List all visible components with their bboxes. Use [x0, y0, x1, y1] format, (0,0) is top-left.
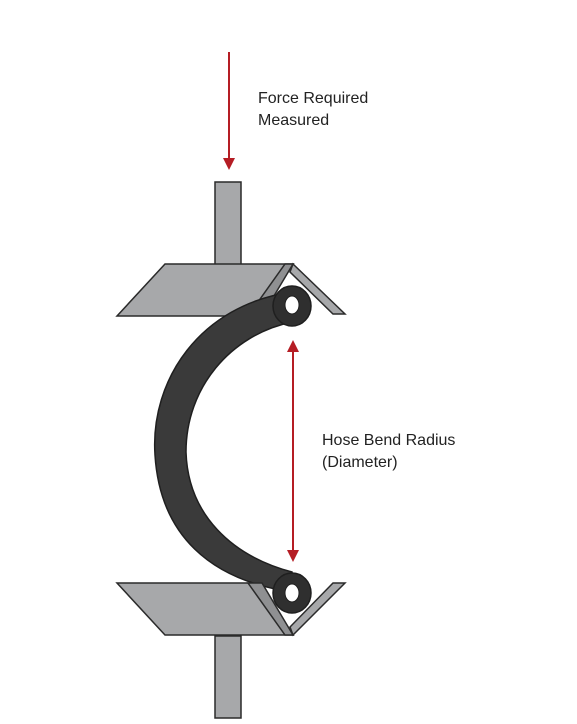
bottom-plate	[115, 582, 347, 637]
force-label-line1: Force Required	[258, 90, 369, 107]
bend-label-line1: Hose Bend Radius	[322, 432, 456, 449]
bottom-shaft	[214, 635, 242, 719]
force-label-line2: Measured	[258, 112, 330, 129]
force-arrow	[223, 52, 235, 170]
bend-label-line2: (Diameter)	[322, 454, 398, 471]
hose	[153, 285, 312, 614]
hose-bend-radius-label: Hose Bend Radius (Diameter)	[322, 430, 455, 474]
top-shaft	[214, 181, 242, 267]
force-required-label: Force Required Measured	[258, 88, 368, 132]
bend-radius-arrow	[287, 340, 299, 562]
